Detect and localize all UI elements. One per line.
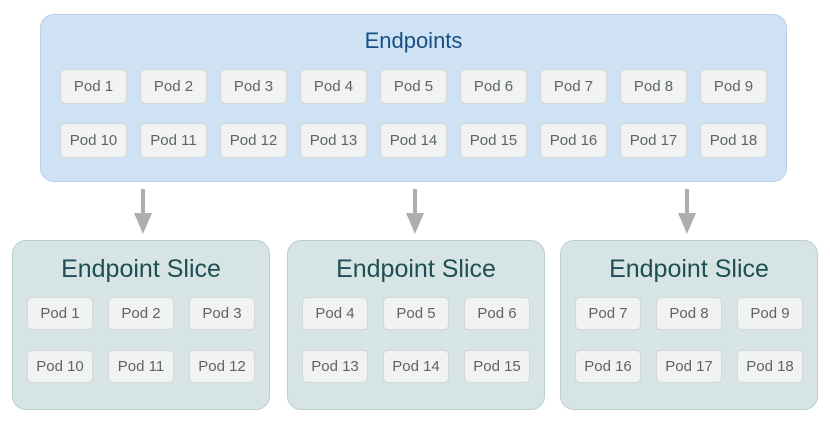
pod-chip: Pod 9 bbox=[737, 297, 803, 330]
pod-chip: Pod 6 bbox=[460, 69, 527, 104]
pod-chip: Pod 7 bbox=[575, 297, 641, 330]
endpoints-title: Endpoints bbox=[364, 28, 463, 53]
pod-chip: Pod 3 bbox=[220, 69, 287, 104]
endpoint-slice-title: Endpoint Slice bbox=[61, 255, 221, 283]
pod-chip: Pod 5 bbox=[383, 297, 449, 330]
pod-chip: Pod 2 bbox=[108, 297, 174, 330]
pod-chip: Pod 17 bbox=[656, 350, 722, 383]
endpoint-slice-title: Endpoint Slice bbox=[609, 255, 769, 283]
pod-chip: Pod 15 bbox=[460, 123, 527, 158]
pod-chip: Pod 2 bbox=[140, 69, 207, 104]
down-arrow-icon bbox=[134, 189, 152, 234]
pod-chip: Pod 15 bbox=[464, 350, 530, 383]
pod-chip: Pod 16 bbox=[575, 350, 641, 383]
pod-chip: Pod 10 bbox=[27, 350, 93, 383]
endpoint-slice-title: Endpoint Slice bbox=[336, 255, 496, 283]
slice-pod-grid: Pod 4 Pod 5 Pod 6 Pod 13 Pod 14 Pod 15 bbox=[288, 297, 544, 383]
endpoint-slice-box: Endpoint Slice Pod 7 Pod 8 Pod 9 Pod 16 … bbox=[560, 240, 818, 410]
pod-chip: Pod 6 bbox=[464, 297, 530, 330]
endpoints-box: Endpoints Pod 1 Pod 2 Pod 3 Pod 4 Pod 5 … bbox=[40, 14, 787, 182]
pod-chip: Pod 13 bbox=[302, 350, 368, 383]
pod-chip: Pod 3 bbox=[189, 297, 255, 330]
pod-chip: Pod 16 bbox=[540, 123, 607, 158]
endpoint-slice-box: Endpoint Slice Pod 1 Pod 2 Pod 3 Pod 10 … bbox=[12, 240, 270, 410]
pod-chip: Pod 5 bbox=[380, 69, 447, 104]
pod-chip: Pod 14 bbox=[383, 350, 449, 383]
pod-chip: Pod 18 bbox=[700, 123, 767, 158]
pod-chip: Pod 1 bbox=[60, 69, 127, 104]
endpoints-pod-grid: Pod 1 Pod 2 Pod 3 Pod 4 Pod 5 Pod 6 Pod … bbox=[41, 69, 786, 158]
pod-chip: Pod 12 bbox=[189, 350, 255, 383]
pod-chip: Pod 8 bbox=[656, 297, 722, 330]
pod-chip: Pod 12 bbox=[220, 123, 287, 158]
pod-chip: Pod 17 bbox=[620, 123, 687, 158]
slice-pod-grid: Pod 7 Pod 8 Pod 9 Pod 16 Pod 17 Pod 18 bbox=[561, 297, 817, 383]
pod-chip: Pod 18 bbox=[737, 350, 803, 383]
pod-chip: Pod 10 bbox=[60, 123, 127, 158]
down-arrow-icon bbox=[678, 189, 696, 234]
down-arrow-icon bbox=[406, 189, 424, 234]
pod-chip: Pod 8 bbox=[620, 69, 687, 104]
pod-chip: Pod 14 bbox=[380, 123, 447, 158]
pod-chip: Pod 4 bbox=[302, 297, 368, 330]
slice-pod-grid: Pod 1 Pod 2 Pod 3 Pod 10 Pod 11 Pod 12 bbox=[13, 297, 269, 383]
pod-chip: Pod 7 bbox=[540, 69, 607, 104]
pod-chip: Pod 4 bbox=[300, 69, 367, 104]
pod-chip: Pod 11 bbox=[140, 123, 207, 158]
pod-chip: Pod 9 bbox=[700, 69, 767, 104]
endpoint-slice-box: Endpoint Slice Pod 4 Pod 5 Pod 6 Pod 13 … bbox=[287, 240, 545, 410]
pod-chip: Pod 11 bbox=[108, 350, 174, 383]
pod-chip: Pod 1 bbox=[27, 297, 93, 330]
pod-chip: Pod 13 bbox=[300, 123, 367, 158]
